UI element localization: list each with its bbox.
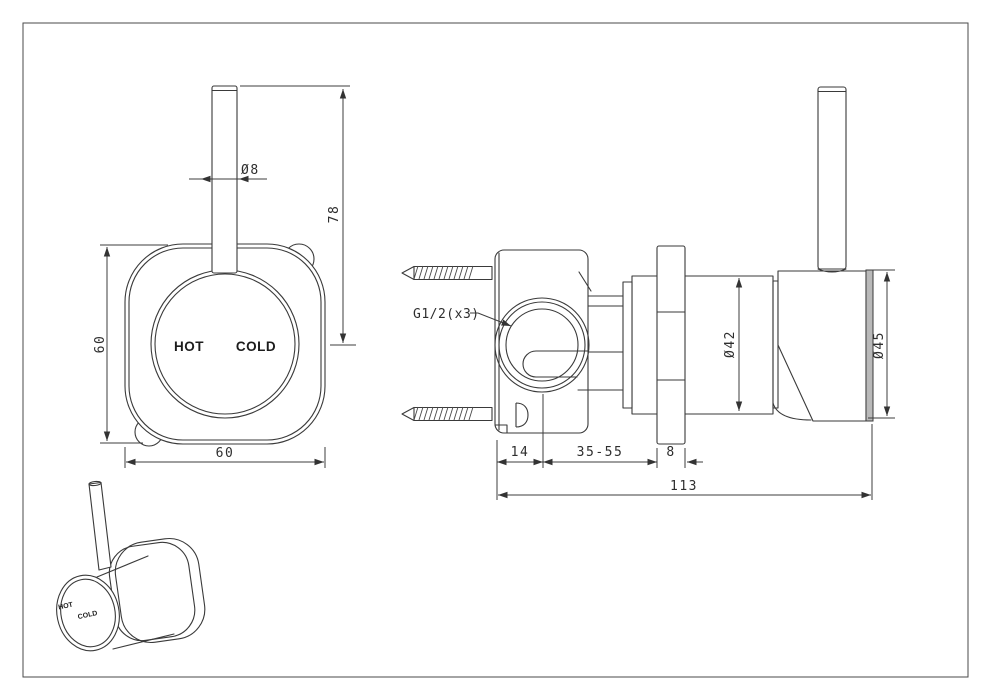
side-dimensions: G1/2(x3) Ø42 Ø45 14 35-55 8 113 xyxy=(413,269,895,500)
iso-faceplate-back xyxy=(114,537,206,644)
side-dim-cartridge-diameter: Ø42 xyxy=(723,330,738,358)
front-dim-height: 60 xyxy=(93,335,108,354)
iso-knob-face xyxy=(56,574,120,652)
iso-view: HOT COLD xyxy=(56,480,206,652)
side-view xyxy=(401,86,874,445)
front-dim-handle-height: 78 xyxy=(327,205,342,224)
front-hot-label: HOT xyxy=(174,339,204,354)
wall-flange xyxy=(656,245,686,445)
side-dim-offset: 14 xyxy=(511,445,530,460)
cap-step xyxy=(772,280,779,409)
wall-screw-top xyxy=(401,265,493,281)
wall-screw-bottom xyxy=(401,406,493,422)
front-dimensions: 60 60 78 Ø8 xyxy=(93,85,356,468)
iso-knob-side xyxy=(96,555,175,650)
side-dim-flange-thickness: 8 xyxy=(666,445,675,460)
thread-leader-line xyxy=(470,312,512,327)
side-thread-label: G1/2(x3) xyxy=(413,307,480,322)
pipe-lines xyxy=(577,271,624,391)
cartridge-body xyxy=(631,275,774,415)
side-dim-cap-diameter: Ø45 xyxy=(872,331,887,359)
knob-inner-circle xyxy=(154,273,296,415)
front-view: HOT COLD xyxy=(124,85,326,447)
valve-body xyxy=(494,249,589,434)
screw-boss xyxy=(515,402,529,428)
side-dim-overall-length: 113 xyxy=(670,479,698,494)
outlet-slot xyxy=(522,350,589,378)
iso-cold-label: COLD xyxy=(77,610,98,621)
front-dim-width: 60 xyxy=(216,446,235,461)
handle-cap xyxy=(777,270,867,422)
iso-hot-label: HOT xyxy=(58,601,75,611)
cartridge-sleeve xyxy=(622,281,633,409)
iso-handle-lever xyxy=(88,481,112,571)
side-dim-depth-range: 35-55 xyxy=(577,445,624,460)
front-cold-label: COLD xyxy=(236,339,276,354)
handle-lever-side xyxy=(817,86,847,270)
body-foot xyxy=(494,424,508,434)
drawing-border xyxy=(22,22,969,678)
front-dim-handle-diameter: Ø8 xyxy=(241,163,260,178)
port-circle-outer xyxy=(494,297,590,393)
